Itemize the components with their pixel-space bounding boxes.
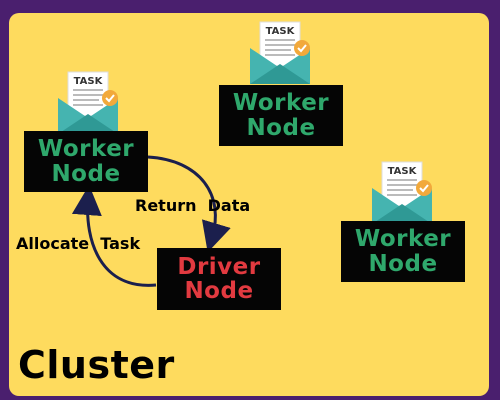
worker-node-top-right: Worker Node: [219, 85, 343, 146]
worker-node-line2: Node: [51, 160, 121, 187]
worker-node-bottom-right: Worker Node: [341, 221, 465, 282]
return-data-arrow: [147, 155, 231, 253]
worker-node-line2: Node: [368, 250, 438, 277]
task-envelope-icon: TASK: [54, 70, 122, 136]
worker-node-line1: Worker: [37, 136, 135, 163]
worker-node-left: Worker Node: [24, 131, 148, 192]
worker-node-line1: Worker: [232, 90, 330, 117]
driver-node-line1: Driver: [177, 253, 261, 280]
worker-node-line2: Node: [246, 114, 316, 141]
worker-node-line1: Worker: [354, 226, 452, 253]
svg-text:TASK: TASK: [74, 76, 104, 87]
cluster-title: Cluster: [18, 343, 175, 387]
svg-text:TASK: TASK: [266, 26, 296, 37]
driver-node: Driver Node: [157, 248, 281, 310]
task-envelope-icon: TASK: [368, 160, 436, 226]
svg-text:TASK: TASK: [388, 166, 418, 177]
allocate-task-label: Allocate Task: [16, 234, 141, 253]
allocate-task-arrow: [71, 185, 157, 287]
task-envelope-icon: TASK: [246, 20, 314, 86]
driver-node-line2: Node: [184, 278, 254, 304]
return-data-label: Return Data: [135, 196, 251, 215]
